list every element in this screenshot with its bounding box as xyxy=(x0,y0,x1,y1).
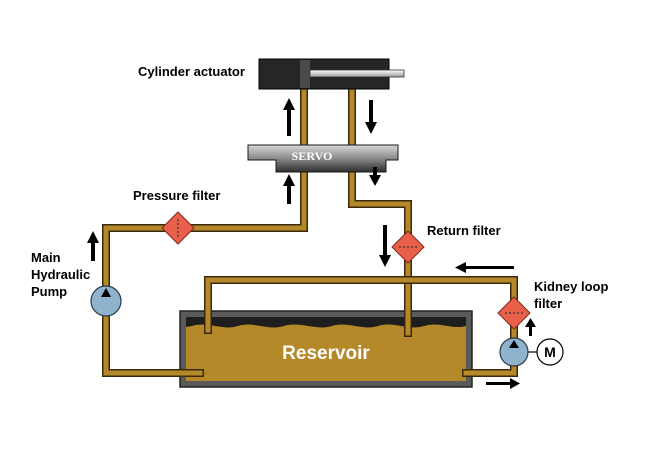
pressure-filter-label: Pressure filter xyxy=(133,188,220,203)
pump-label-line2: Hydraulic xyxy=(31,267,90,282)
arrow-up-icon xyxy=(283,174,295,204)
return-filter-label: Return filter xyxy=(427,223,501,238)
arrow-down-icon xyxy=(379,225,391,267)
kidney-loop-label-line1: Kidney loop xyxy=(534,279,608,294)
flow-arrows xyxy=(87,98,536,389)
servo-label: SERVO xyxy=(292,149,333,163)
reservoir-tank xyxy=(179,310,473,388)
servo-valve: SERVO xyxy=(247,144,399,173)
cylinder-return-line xyxy=(348,85,412,337)
pump-label-line1: Main xyxy=(31,250,61,265)
main-hydraulic-pump xyxy=(90,285,122,317)
kidney-loop-filter xyxy=(497,296,531,330)
arrow-down-icon xyxy=(369,167,381,186)
arrow-left-icon xyxy=(455,262,514,273)
motor-label: M xyxy=(544,344,556,360)
reservoir-label: Reservoir xyxy=(282,343,370,364)
return-filter xyxy=(391,230,425,264)
arrow-up-icon xyxy=(525,318,536,336)
cylinder-actuator-label: Cylinder actuator xyxy=(138,64,245,79)
pressure-filter xyxy=(161,211,195,245)
arrow-up-icon xyxy=(87,231,99,261)
cylinder-actuator xyxy=(258,58,405,90)
kidney-loop-pump xyxy=(499,337,537,367)
arrow-up-icon xyxy=(283,98,295,136)
kidney-loop-label-line2: filter xyxy=(534,296,562,311)
arrow-right-icon xyxy=(486,378,520,389)
motor: M xyxy=(536,338,564,366)
arrow-down-icon xyxy=(365,100,377,134)
pump-label-line3: Pump xyxy=(31,284,67,299)
